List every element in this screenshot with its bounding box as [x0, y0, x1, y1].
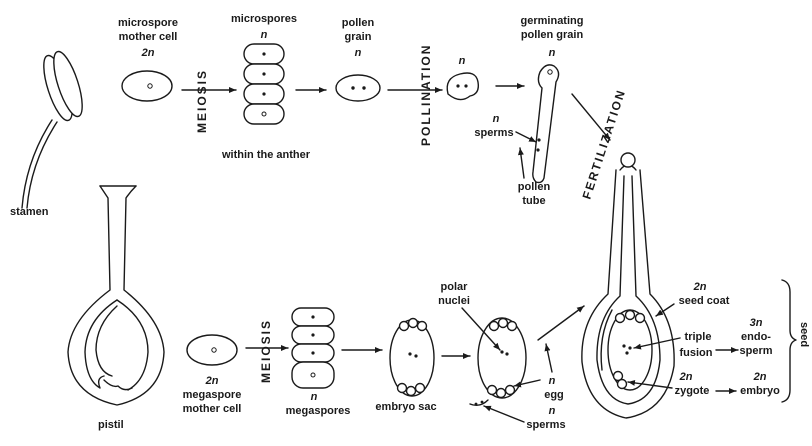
- meiosis-bottom-label: MEIOSIS: [259, 319, 273, 383]
- embryo-sac-with-sperms: [470, 318, 526, 405]
- pointer-to-synergid: [546, 344, 552, 372]
- polar-nuclei-label-line1: polar: [441, 281, 469, 293]
- endosperm-label-line1: endo-: [741, 331, 771, 343]
- pollen-tube-pointer: [520, 148, 524, 178]
- ploidy-n-after-pollination: n: [459, 55, 466, 67]
- germinating-label-line2: pollen grain: [521, 29, 584, 41]
- ploidy-n-germinating: n: [549, 47, 556, 59]
- pollen-tube-label-line1: pollen: [518, 181, 551, 193]
- germinating-pollen-tube: [533, 65, 559, 183]
- stamen-drawing: [22, 49, 88, 208]
- sperms-bottom-label: sperms: [526, 419, 565, 431]
- microspore-mother-cell-label-line2: mother cell: [119, 31, 178, 43]
- embryo-sac-drawing: [390, 319, 434, 397]
- germinating-label-line1: germinating: [521, 15, 584, 27]
- endosperm-label-line2: sperm: [739, 345, 772, 357]
- ploidy-n-megaspores: n: [311, 391, 318, 403]
- fertilization-arrow: [572, 94, 610, 140]
- pistil-drawing: [68, 186, 164, 405]
- ploidy-2n-embryo: 2n: [753, 371, 767, 383]
- embryo-label: embryo: [740, 385, 780, 397]
- microspores-label: microspores: [231, 13, 297, 25]
- ploidy-n-egg: n: [549, 375, 556, 387]
- microspore-mother-cell-label-line1: microspore: [118, 17, 178, 29]
- zygote-label: zygote: [675, 385, 710, 397]
- pollen-grain-label-line1: pollen: [342, 17, 375, 29]
- polar-nuclei-label-line2: nuclei: [438, 295, 470, 307]
- embryo-sac-label: embryo sac: [375, 401, 436, 413]
- ploidy-n-sperms-bottom: n: [549, 405, 556, 417]
- sperms-bottom-pointer: [484, 406, 524, 422]
- meiosis-top-label: MEIOSIS: [195, 69, 209, 133]
- sperms-top-pointer: [516, 132, 536, 142]
- pollen-grain-label-line2: grain: [345, 31, 372, 43]
- pollen-tube-label-line2: tube: [522, 195, 545, 207]
- bean-shaped-pollen: [447, 73, 478, 100]
- within-anther-label: within the anther: [221, 149, 311, 161]
- arrow-to-ovule: [538, 306, 584, 340]
- ploidy-2n-megaspore-mother: 2n: [205, 375, 219, 387]
- microspore-tetrad: [244, 44, 284, 124]
- fertilization-label: FERTILIZATION: [580, 87, 629, 201]
- ploidy-n-microspores: n: [261, 29, 268, 41]
- triple-fusion-label-line2: fusion: [680, 347, 713, 359]
- seed-bracket: [782, 280, 796, 402]
- megaspore-mother-label-line1: megaspore: [183, 389, 242, 401]
- fertilized-ovule-drawing: [582, 153, 674, 418]
- egg-label: egg: [544, 389, 564, 401]
- stamen-label: stamen: [10, 206, 49, 218]
- megaspore-mother-cell: [187, 335, 237, 365]
- pistil-label: pistil: [98, 419, 124, 431]
- ploidy-3n-endosperm: 3n: [750, 317, 763, 329]
- pollen-grain-cell: [336, 75, 380, 101]
- microspore-mother-cell: [122, 71, 172, 101]
- seed-label: seed: [798, 322, 810, 347]
- ploidy-2n-zygote: 2n: [679, 371, 693, 383]
- sperms-top-label: sperms: [474, 127, 513, 139]
- megaspore-tetrad: [292, 308, 334, 388]
- megaspores-label: megaspores: [286, 405, 351, 417]
- pollination-label: POLLINATION: [419, 44, 433, 146]
- seed-coat-label: seed coat: [679, 295, 730, 307]
- ploidy-n-pollen: n: [355, 47, 362, 59]
- ploidy-n-sperms-top: n: [493, 113, 500, 125]
- ploidy-2n-microspore-mother: 2n: [141, 47, 155, 59]
- megaspore-mother-label-line2: mother cell: [183, 403, 242, 415]
- ploidy-2n-seed-coat: 2n: [693, 281, 707, 293]
- triple-fusion-label-line1: triple: [685, 331, 712, 343]
